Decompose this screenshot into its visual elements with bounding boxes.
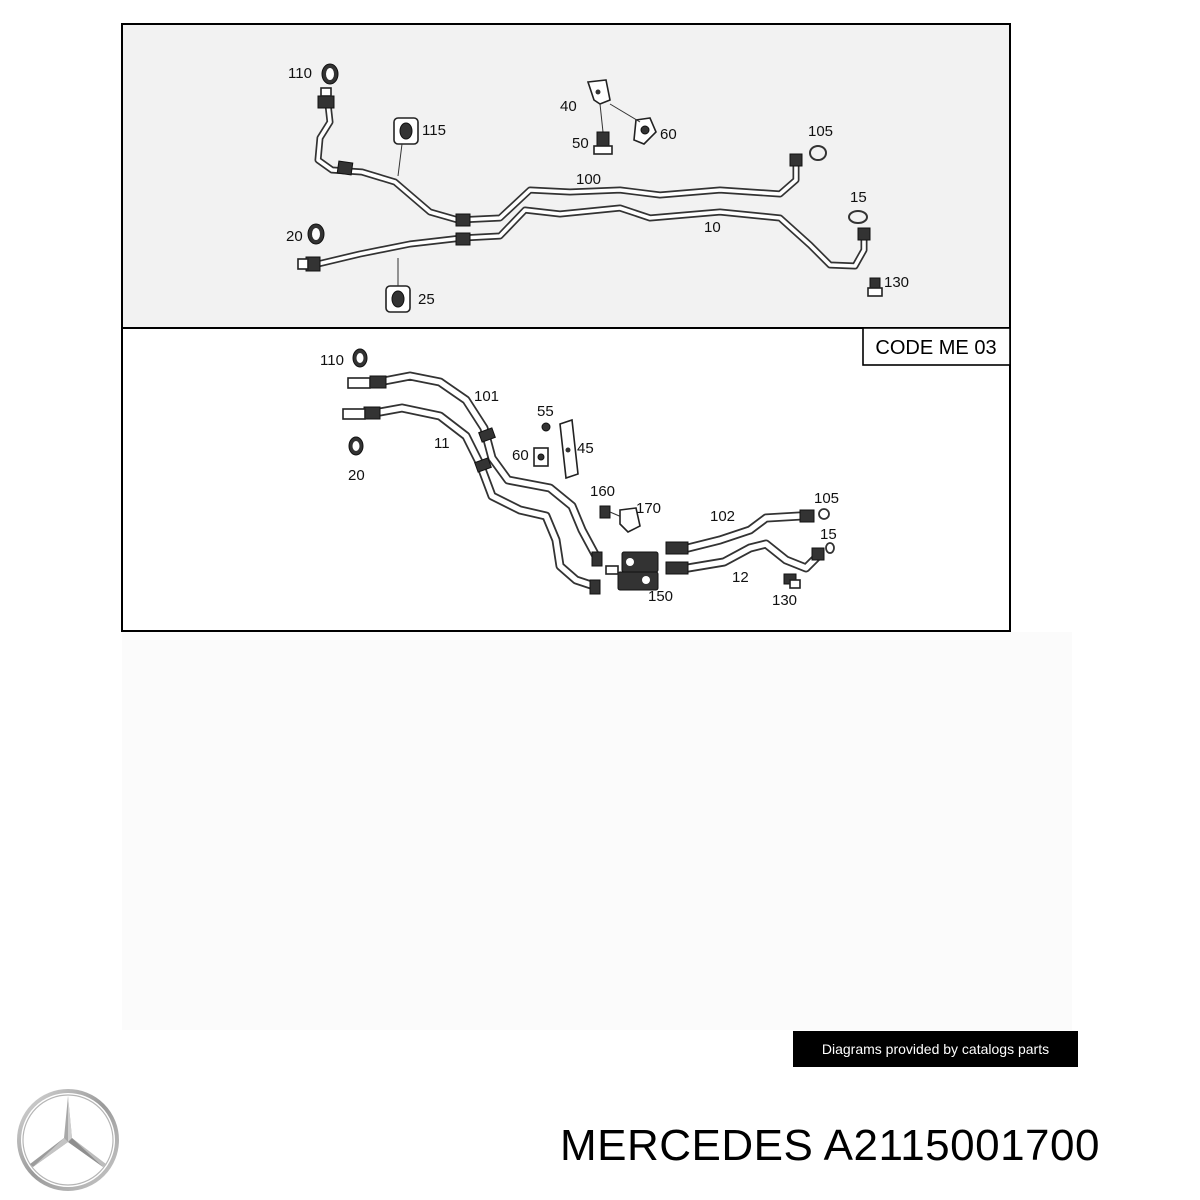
grommet-115 bbox=[393, 117, 419, 177]
mercedes-star-icon bbox=[17, 1089, 119, 1191]
label-b-15: 15 bbox=[820, 526, 837, 543]
label-b-160: 160 bbox=[590, 483, 615, 500]
diagram-lower-background bbox=[122, 632, 1072, 1030]
seal-ring-15 bbox=[848, 210, 868, 224]
label-60: 60 bbox=[660, 126, 677, 143]
label-b-60: 60 bbox=[512, 447, 529, 464]
code-box-label: CODE ME 03 bbox=[875, 337, 996, 359]
label-15: 15 bbox=[850, 189, 867, 206]
label-50: 50 bbox=[572, 135, 589, 152]
label-25: 25 bbox=[418, 291, 435, 308]
label-b-45: 45 bbox=[577, 440, 594, 457]
label-b-101: 101 bbox=[474, 388, 499, 405]
top-panel bbox=[121, 23, 1011, 329]
bracket-40 bbox=[586, 79, 611, 105]
diagram-credit-text: Diagrams provided by catalogs parts bbox=[821, 1041, 1050, 1057]
label-b-150: 150 bbox=[648, 588, 673, 605]
bracket-45 bbox=[559, 418, 579, 480]
label-10: 10 bbox=[704, 219, 721, 236]
code-box: CODE ME 03 bbox=[862, 327, 1011, 366]
label-b-55: 55 bbox=[537, 403, 554, 420]
label-105: 105 bbox=[808, 123, 833, 140]
label-b-170: 170 bbox=[636, 500, 661, 517]
label-b-11: 11 bbox=[434, 435, 450, 452]
label-b-12: 12 bbox=[732, 569, 749, 586]
parts-diagram: CODE ME 03 bbox=[121, 23, 1072, 1030]
label-40: 40 bbox=[560, 98, 577, 115]
grommet-25 bbox=[385, 258, 411, 313]
bottom-panel bbox=[121, 327, 1011, 632]
label-b-20: 20 bbox=[348, 467, 365, 484]
bolt-50 bbox=[593, 103, 613, 155]
label-b-110: 110 bbox=[320, 352, 344, 369]
seal-ring-105 bbox=[809, 145, 827, 161]
top-panel-parts: 110 115 40 50 60 105 100 15 10 20 25 130 bbox=[286, 63, 909, 313]
clip-170 bbox=[619, 507, 641, 533]
label-110: 110 bbox=[288, 65, 312, 82]
seal-ring-15-b bbox=[825, 542, 835, 554]
bottom-panel-parts: 110 101 55 11 60 45 20 160 170 102 105 1… bbox=[320, 348, 839, 609]
diagram-credit-badge: Diagrams provided by catalogs parts bbox=[793, 1031, 1078, 1067]
bolt-130-b bbox=[783, 573, 801, 589]
seal-ring-105-b bbox=[818, 508, 830, 520]
clip-60-b bbox=[533, 447, 549, 467]
label-b-130: 130 bbox=[772, 592, 797, 609]
valve-block-150 bbox=[605, 551, 659, 591]
clip-60 bbox=[609, 103, 657, 145]
label-100: 100 bbox=[576, 171, 601, 188]
nut-55 bbox=[541, 422, 551, 432]
label-b-102: 102 bbox=[710, 508, 735, 525]
label-b-105: 105 bbox=[814, 490, 839, 507]
bolt-130 bbox=[867, 277, 883, 297]
part-number-title: MERCEDES A2115001700 bbox=[560, 1121, 1100, 1170]
label-130: 130 bbox=[884, 274, 909, 291]
label-20: 20 bbox=[286, 228, 303, 245]
label-115: 115 bbox=[422, 122, 446, 139]
